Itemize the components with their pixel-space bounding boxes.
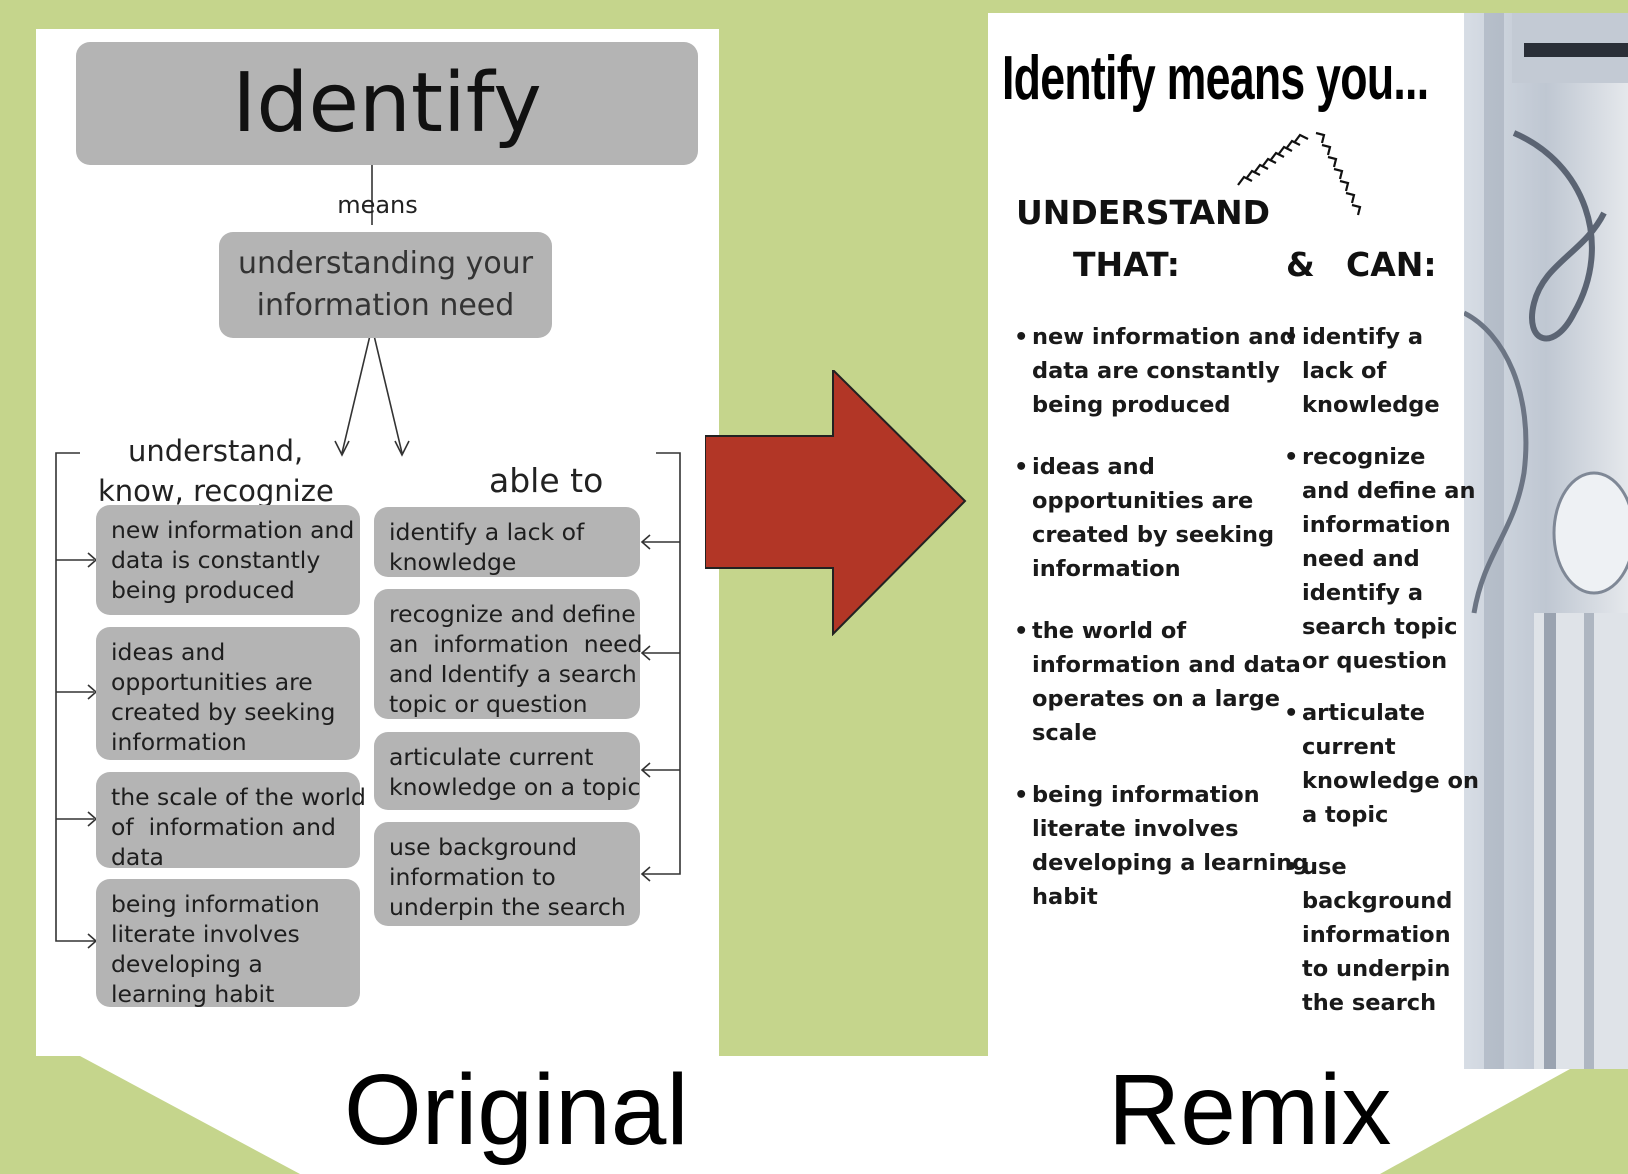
right-arrow-icon (705, 370, 967, 636)
box-line: underpin the search (389, 893, 626, 921)
chevron-arrows-icon (1237, 131, 1362, 216)
item-line: the world of (1032, 618, 1187, 644)
able-to-label: able to (489, 461, 604, 500)
list-item: new information and data are constantly … (1014, 320, 1308, 422)
box-line: knowledge on a topic (389, 773, 641, 801)
item-line: lack of (1302, 358, 1387, 384)
box-line: developing a (111, 950, 263, 978)
able-to-box: recognize and define an information need… (374, 589, 643, 719)
item-line: need and (1302, 546, 1420, 572)
list-item: ideas and opportunities are created by s… (1014, 450, 1308, 586)
original-caption: Original (344, 1054, 689, 1166)
box-line: identify a lack of (389, 518, 585, 546)
item-line: or question (1302, 648, 1448, 674)
identify-title: Identify (76, 42, 698, 165)
box-line: data (111, 843, 164, 871)
item-line: operates on a large (1032, 686, 1281, 712)
need-line: understanding your (237, 246, 534, 281)
item-line: background (1302, 888, 1453, 914)
item-line: a topic (1302, 802, 1389, 828)
item-line: data are constantly (1032, 358, 1280, 384)
box-line: created by seeking (111, 698, 336, 726)
box-line: an information need (389, 630, 643, 658)
item-line: developing a learning (1032, 850, 1309, 876)
understand-heading: UNDERSTAND (1016, 193, 1271, 232)
item-line: recognize (1302, 444, 1426, 470)
remix-title: Identify means you... (1002, 44, 1429, 113)
can-heading: CAN: (1346, 245, 1437, 284)
item-line: current (1302, 734, 1396, 760)
able-to-box: use background information to underpin t… (374, 822, 640, 926)
information-need-box: understanding your information need (219, 232, 552, 338)
box-line: information (111, 728, 247, 756)
box-line: being produced (111, 576, 295, 604)
item-line: scale (1032, 720, 1097, 746)
item-line: created by seeking (1032, 522, 1275, 548)
box-line: articulate current (389, 743, 594, 771)
remix-panel: Identify means you... UNDERSTAND THAT: &… (988, 13, 1628, 1069)
item-line: opportunities are (1032, 488, 1254, 514)
means-label: means (337, 191, 418, 219)
item-line: and define an (1302, 478, 1476, 504)
item-line: information (1302, 512, 1451, 538)
column-photo (1464, 13, 1628, 1069)
box-line: data is constantly (111, 546, 321, 574)
list-item: being information literate involves deve… (1014, 778, 1308, 914)
list-item: recognize and define an information need… (1284, 440, 1479, 678)
item-line: identify a (1302, 324, 1424, 350)
box-line: of information and (111, 813, 336, 841)
understand-box: new information and data is constantly b… (96, 505, 360, 615)
able-to-box: articulate current knowledge on a topic (374, 732, 640, 810)
list-item: use background information to underpin t… (1284, 850, 1479, 1020)
box-line: opportunities are (111, 668, 313, 696)
item-line: literate involves (1032, 816, 1239, 842)
list-item: articulate current knowledge on a topic (1284, 696, 1479, 832)
understand-box: ideas and opportunities are created by s… (96, 627, 360, 760)
list-item: the world of information and data operat… (1014, 614, 1308, 750)
item-line: knowledge on (1302, 768, 1479, 794)
box-line: use background (389, 833, 578, 861)
item-line: new information and (1032, 324, 1296, 350)
understand-line: understand, (128, 434, 304, 468)
box-line: topic or question (389, 690, 588, 718)
understand-box: being information literate involves deve… (96, 879, 360, 1008)
understand-box: the scale of the world of information an… (96, 772, 366, 871)
original-panel: Identify means understanding your inform… (36, 29, 719, 1056)
remix-caption: Remix (1108, 1054, 1392, 1166)
able-to-box: identify a lack of knowledge (374, 507, 640, 577)
item-line: articulate (1302, 700, 1426, 726)
list-item: identify a lack of knowledge (1284, 320, 1479, 422)
box-line: learning habit (111, 980, 275, 1008)
understand-list: new information and data are constantly … (1014, 320, 1308, 942)
box-line: literate involves (111, 920, 300, 948)
item-line: search topic (1302, 614, 1458, 640)
item-line: being produced (1032, 392, 1231, 418)
box-line: the scale of the world (111, 783, 366, 811)
item-line: identify a (1302, 580, 1424, 606)
box-line: ideas and (111, 638, 226, 666)
understand-label: understand, know, recognize (98, 431, 334, 511)
item-line: being information (1032, 782, 1260, 808)
item-line: information (1032, 556, 1181, 582)
item-line: ideas and (1032, 454, 1155, 480)
understand-line: know, recognize (98, 474, 334, 508)
need-line: information need (256, 288, 515, 323)
item-line: information and data (1032, 652, 1301, 678)
box-line: being information (111, 890, 320, 918)
item-line: habit (1032, 884, 1098, 910)
item-line: to underpin (1302, 956, 1451, 982)
item-line: information (1302, 922, 1451, 948)
that-heading: THAT: (1073, 245, 1181, 284)
box-line: recognize and define (389, 600, 636, 628)
item-line: use (1302, 854, 1347, 880)
box-line: new information and (111, 516, 355, 544)
box-line: information to (389, 863, 556, 891)
item-line: the search (1302, 990, 1437, 1016)
can-list: identify a lack of knowledge recognize a… (1284, 320, 1479, 1038)
item-line: knowledge (1302, 392, 1440, 418)
box-line: knowledge (389, 548, 517, 576)
ampersand: & (1286, 245, 1315, 284)
box-line: and Identify a search (389, 660, 637, 688)
